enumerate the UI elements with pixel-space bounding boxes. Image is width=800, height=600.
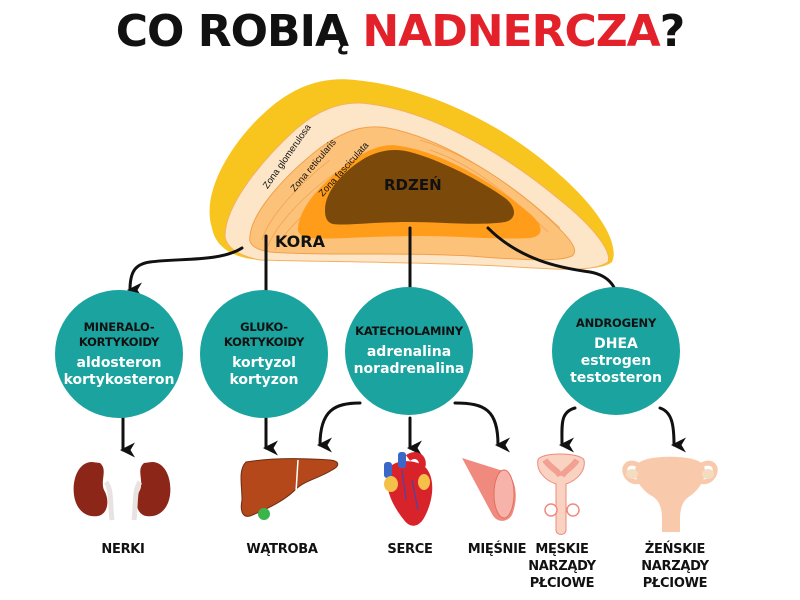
category-label: GLUKO-KORTYKOIDY	[223, 319, 305, 349]
organ-label-kidneys: NERKI	[101, 542, 145, 557]
male-reproductive-icon	[537, 453, 585, 535]
liver-icon	[240, 458, 339, 520]
medulla-layer	[325, 150, 515, 225]
title-part-1: CO ROBIĄ	[115, 6, 363, 57]
category-label: ANDROGENY	[575, 315, 657, 330]
organ-label-heart: SERCE	[387, 542, 433, 557]
organ-label-muscles: MIĘŚNIE	[467, 542, 527, 557]
category-label: KATECHOLAMINY	[355, 324, 463, 338]
category-label: MINERALO-KORTYKOIDY	[78, 319, 160, 349]
muscle-icon	[462, 458, 516, 521]
kidneys-icon	[73, 462, 171, 521]
heart-icon	[384, 452, 433, 526]
adrenal-gland-illustration	[209, 79, 614, 270]
medulla-label: RDZEŃ	[384, 176, 442, 194]
cortex-label: KORA	[275, 232, 325, 251]
organ-label-liver: WĄTROBA	[246, 542, 318, 557]
title-part-3: ?	[659, 6, 686, 57]
female-reproductive-icon	[622, 456, 718, 532]
page-title: CO ROBIĄ NADNERCZA?	[0, 4, 800, 60]
title-part-2: NADNERCZA	[362, 6, 660, 57]
